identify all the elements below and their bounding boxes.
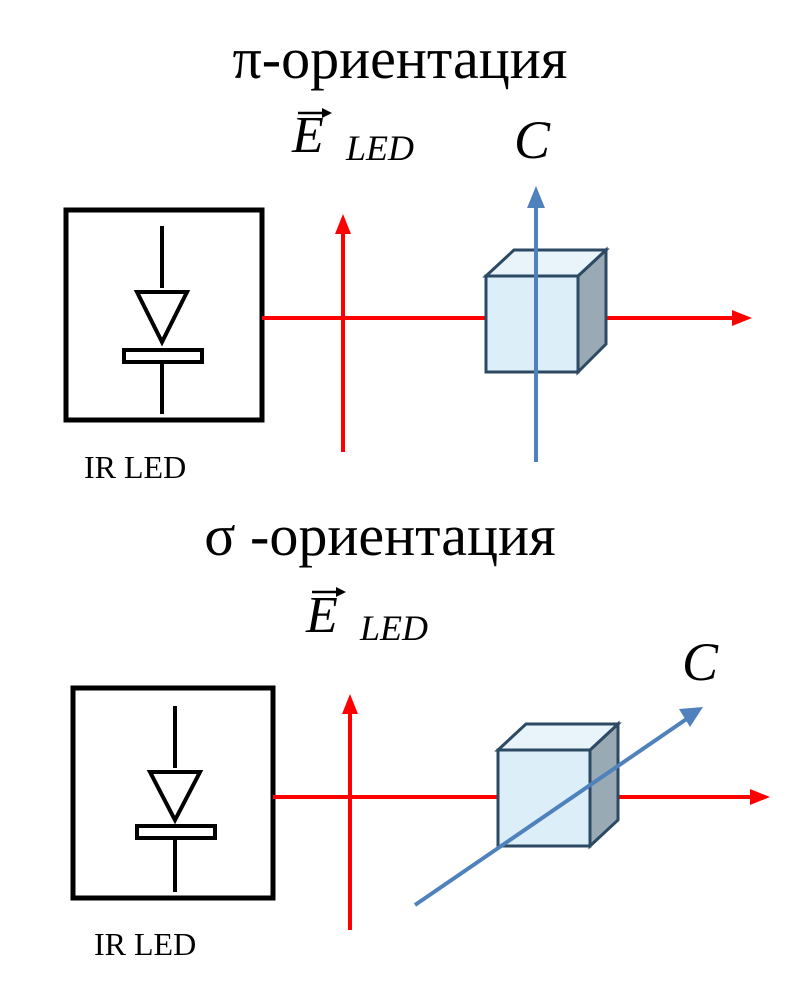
axis-label: C <box>514 110 551 170</box>
panel-title: π-ориентация <box>233 26 568 91</box>
crystal-front-face <box>484 274 580 374</box>
e-field-arrowhead <box>335 214 351 234</box>
vector-arrowhead <box>322 108 332 118</box>
diode-cathode-bar <box>135 824 217 840</box>
panel-title: σ -ориентация <box>204 503 555 568</box>
field-subscript: LED <box>345 128 414 168</box>
field-vector-label: E LED <box>305 587 428 648</box>
field-vector-label: E LED <box>291 107 414 168</box>
c-axis-arrowhead <box>527 186 545 208</box>
field-symbol: E <box>305 587 338 644</box>
crystal-c-axis <box>413 716 690 907</box>
crystal-cube <box>482 246 610 376</box>
panel-sigma-orientation: σ -ориентация E LED IR LED <box>70 503 770 962</box>
field-symbol: E <box>291 107 324 164</box>
source-label: IR LED <box>94 926 196 962</box>
crystal-front-face <box>496 748 592 848</box>
e-field-arrowhead <box>342 694 358 714</box>
field-subscript: LED <box>359 608 428 648</box>
beam-arrowhead <box>732 310 752 326</box>
diode-cathode-bar <box>122 348 204 364</box>
axis-label: C <box>682 632 719 692</box>
panel-pi-orientation: π-ориентация E LED IR LED <box>63 26 752 485</box>
diode-symbol <box>146 770 204 825</box>
vector-arrowhead <box>336 587 346 597</box>
crystal-cube <box>494 720 622 850</box>
diode-symbol <box>133 290 191 347</box>
c-axis-arrowhead <box>679 707 703 727</box>
beam-arrowhead <box>750 789 770 805</box>
source-label: IR LED <box>84 449 186 485</box>
ir-led-source <box>70 685 276 901</box>
ir-led-source <box>63 207 265 423</box>
